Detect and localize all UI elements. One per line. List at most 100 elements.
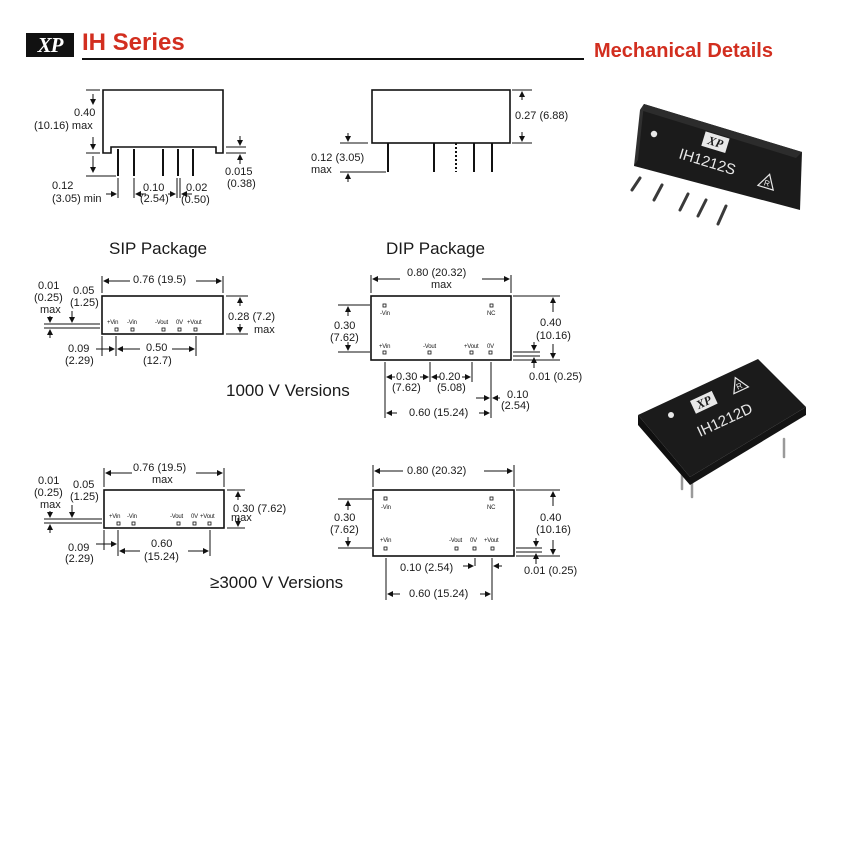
dip1000-pin-label: +Vin: [379, 344, 391, 350]
versions-3000-title: ≥3000 V Versions: [210, 573, 343, 593]
sip-side-pin-length: 0.12: [52, 180, 74, 192]
sip-side-height: 0.40: [74, 107, 96, 119]
dip1000-pitch: 0.10: [507, 389, 529, 401]
dip3000-row: 0.30: [334, 512, 356, 524]
dip1000-pin-label: +Vout: [464, 344, 479, 350]
sip1000-pin-offset-mm: (1.25): [70, 297, 99, 309]
dip3000-row-mm: (7.62): [330, 524, 359, 536]
sip-side-standoff-mm: (0.38): [227, 178, 256, 190]
sip1000-height-suffix: max: [254, 324, 275, 336]
dip3000-pin-label: -Vin: [381, 505, 391, 511]
dip3000-span: 0.60 (15.24): [409, 588, 469, 600]
dip3000-edge: 0.01 (0.25): [524, 565, 578, 577]
dip-product-photo: XP IH1212D R: [638, 359, 806, 499]
sip-product-photo: XP IH1212S R: [630, 104, 802, 226]
dip3000-width: 0.80 (20.32): [407, 465, 467, 477]
dip1000-height-mm: (10.16): [536, 330, 571, 342]
dip-1000-outline: [338, 275, 560, 418]
sip1000-first-pin-mm: (2.29): [65, 355, 94, 367]
sip1000-pin-label: 0V: [176, 320, 183, 326]
dip3000-height-mm: (10.16): [536, 524, 571, 536]
dip-side-pin-length: 0.12 (3.05): [311, 152, 365, 164]
dip1000-pin-label: -Vout: [423, 344, 437, 350]
sip3000-edge-mm: (0.25): [34, 487, 63, 499]
sip1000-pin-label: +Vout: [187, 320, 202, 326]
sip1000-edge-suffix: max: [40, 304, 61, 316]
sip1000-edge-mm: (0.25): [34, 292, 63, 304]
sip1000-span-mm: (12.7): [143, 355, 172, 367]
sip1000-pin-offset: 0.05: [73, 285, 95, 297]
sip-pin1-dot: [650, 130, 658, 138]
dip-pin1-dot: [668, 412, 674, 418]
sip3000-span: 0.60: [151, 538, 173, 550]
dip1000-height: 0.40: [540, 317, 562, 329]
dip-3000-outline: [338, 465, 560, 600]
sip1000-first-pin: 0.09: [68, 343, 90, 355]
dip3000-pin-label: +Vin: [380, 538, 392, 544]
sip-package-title: SIP Package: [109, 239, 207, 258]
section-title: Mechanical Details: [594, 40, 773, 62]
sip-pins: [630, 176, 728, 226]
sip3000-pin-label: -Vin: [127, 514, 137, 520]
sip-side-pitch-mm: (2.54): [140, 193, 169, 205]
sip-side-pin-width-mm: (0.50): [181, 194, 210, 206]
sip1000-pin-label: -Vout: [155, 320, 169, 326]
sip-photo-mark: R: [763, 178, 771, 188]
dip1000-row: 0.30: [334, 320, 356, 332]
sip3000-width: 0.76 (19.5): [133, 462, 187, 474]
sip-side-height-mm: (10.16) max: [34, 120, 93, 132]
dip3000-pin-label: +Vout: [484, 538, 499, 544]
versions-1000-title: 1000 V Versions: [226, 381, 350, 400]
header-rule: [82, 58, 584, 60]
dip1000-pin-a-mm: (7.62): [392, 382, 421, 394]
sip3000-pin-label: -Vout: [170, 514, 184, 520]
sip3000-height-suffix: max: [231, 512, 252, 524]
sip1000-span: 0.50: [146, 342, 168, 354]
dip1000-pin-b: 0.20: [439, 371, 461, 383]
sip3000-pin-label: +Vout: [200, 514, 215, 520]
sip3000-edge: 0.01: [38, 475, 60, 487]
sip3000-first-pin-mm: (2.29): [65, 553, 94, 565]
dip1000-pin-label: NC: [487, 311, 496, 317]
sip-1000-outline: [44, 276, 248, 356]
sip-3000-outline: [44, 468, 245, 556]
sip3000-height: 0.30 (7.62): [233, 503, 287, 515]
sip-side-pin-width: 0.02: [186, 182, 208, 194]
sip3000-pin-label: 0V: [191, 514, 198, 520]
dip1000-pin-b-mm: (5.08): [437, 382, 466, 394]
dip1000-width: 0.80 (20.32): [407, 267, 467, 279]
dip3000-pitch: 0.10 (2.54): [400, 562, 454, 574]
dip1000-edge: 0.01 (0.25): [529, 371, 583, 383]
greater-equal-symbol: ≥: [210, 573, 220, 592]
dip-package-title: DIP Package: [386, 239, 485, 258]
sip1000-edge: 0.01: [38, 280, 60, 292]
dip1000-pin-a: 0.30: [396, 371, 418, 383]
sip-side-pin-length-mm: (3.05) min: [52, 193, 102, 205]
dip1000-pin-label: 0V: [487, 344, 494, 350]
dip-side-height: 0.27 (6.88): [515, 110, 569, 122]
dip3000-pin-label: 0V: [470, 538, 477, 544]
sip-side-pitch: 0.10: [143, 182, 165, 194]
sip3000-edge-suffix: max: [40, 499, 61, 511]
dip3000-pin-label: -Vout: [449, 538, 463, 544]
sip1000-height: 0.28 (7.2): [228, 311, 276, 323]
sip3000-width-suffix: max: [152, 474, 173, 486]
dip-photo-logo: XP: [693, 392, 714, 412]
sip3000-pin-offset: 0.05: [73, 479, 95, 491]
dip3000-pin-label: NC: [487, 505, 496, 511]
dip-photo-mark: R: [735, 381, 744, 392]
sip3000-pin-offset-mm: (1.25): [70, 491, 99, 503]
sip1000-pin-label: +Vin: [107, 320, 119, 326]
dip-side-view: [340, 89, 532, 182]
sip3000-pin-label: +Vin: [109, 514, 121, 520]
xp-logo: XP: [26, 33, 74, 57]
dip1000-pitch-mm: (2.54): [501, 400, 530, 412]
sip1000-pin-label: -Vin: [127, 320, 137, 326]
sip3000-span-mm: (15.24): [144, 551, 179, 563]
dip1000-pin-label: -Vin: [380, 311, 390, 317]
dip1000-span: 0.60 (15.24): [409, 407, 469, 419]
sip-side-standoff: 0.015: [225, 166, 253, 178]
series-title: IH Series: [82, 29, 185, 56]
sip-side-view: [86, 89, 246, 198]
